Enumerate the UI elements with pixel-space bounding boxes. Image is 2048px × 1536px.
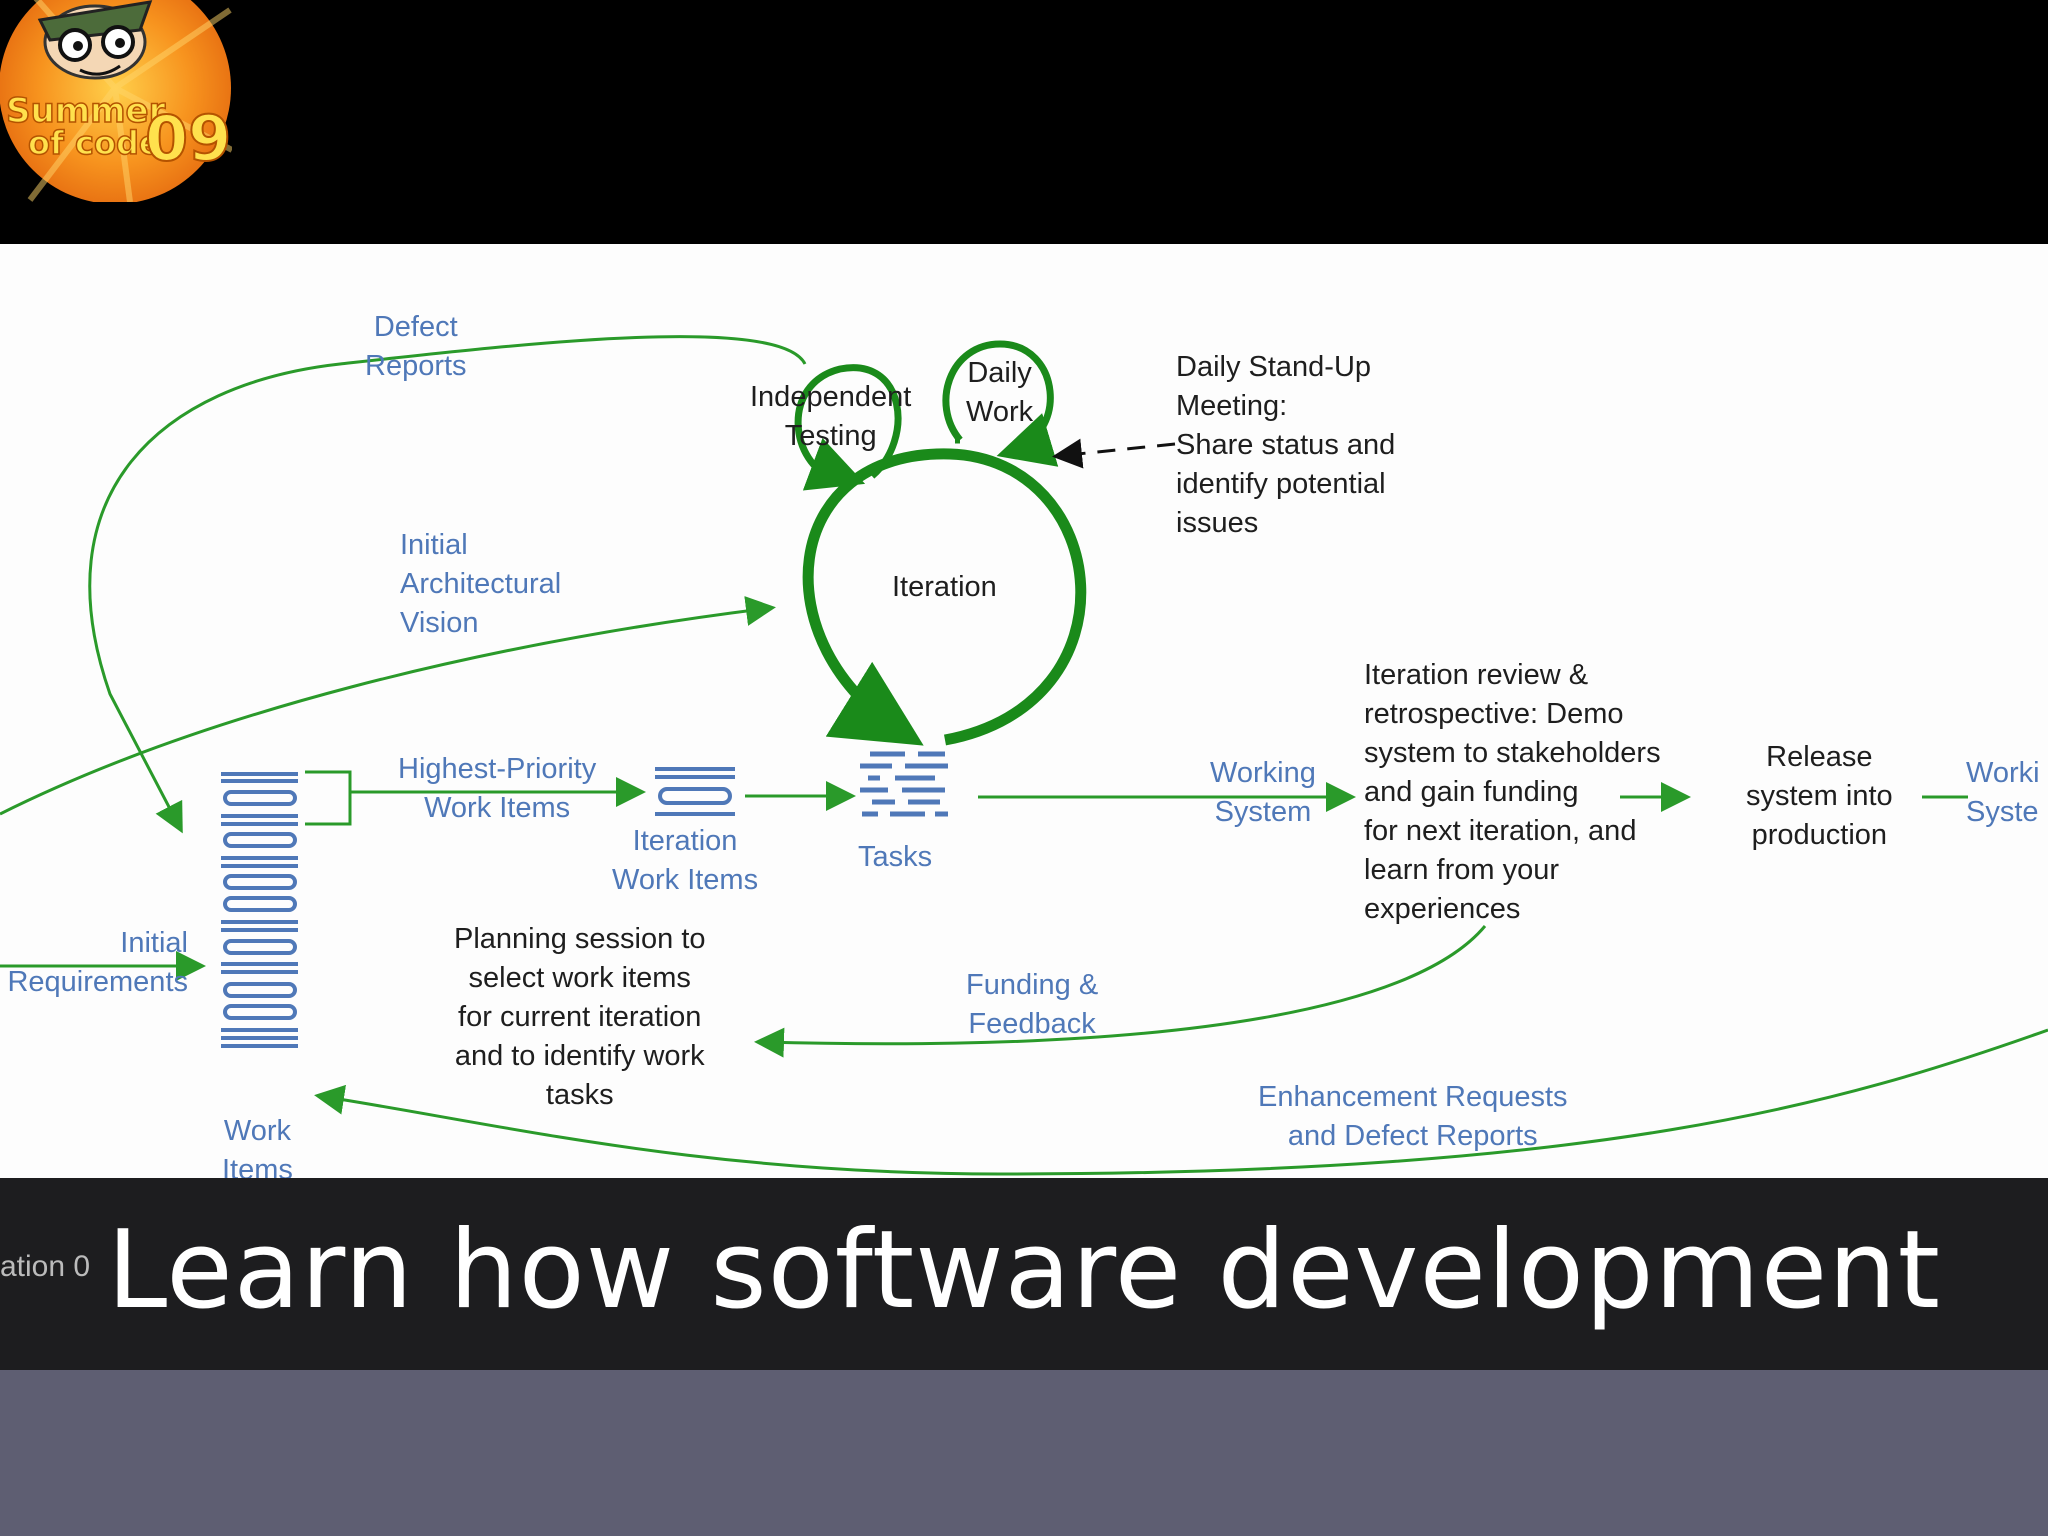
highest-priority-work-items-label: Highest-Priority Work Items [398, 753, 597, 824]
working-system-label: Working System [1210, 757, 1316, 828]
initial-architectural-vision-label: Initial Architectural Vision [400, 529, 562, 639]
iteration-label: Iteration [892, 571, 997, 603]
enhancement-requests-label: Enhancement Requests and Defect Reports [1258, 1081, 1568, 1152]
summer-of-code-logo: Summer of code 09 [0, 0, 234, 204]
architectural-vision-arrow [0, 596, 776, 816]
logo-text-summer: Summer [6, 91, 166, 131]
work-items-label: Work Items [222, 1115, 293, 1179]
enhancement-requests-arrow [314, 1028, 2048, 1176]
funding-feedback-label: Funding & Feedback [966, 969, 1099, 1040]
daily-work-loop [942, 340, 1059, 467]
working-system-cut-label: Worki Syste [1966, 757, 2040, 828]
iteration-loop [802, 448, 1087, 746]
caption-band [0, 1178, 2048, 1370]
bottom-background [0, 1370, 2048, 1536]
planning-session-note: Planning session to select work items fo… [454, 923, 706, 1111]
top-black-bar [0, 0, 2048, 244]
daily-work-label: Daily Work [966, 357, 1034, 428]
funding-feedback-arrow [754, 925, 1487, 1058]
iteration-work-items-label: Iteration Work Items [612, 825, 759, 896]
iteration-review-note: Iteration review & retrospective: Demo s… [1364, 659, 1661, 925]
standup-note: Daily Stand-Up Meeting: Share status and… [1176, 351, 1396, 539]
agile-lifecycle-diagram: Defect Reports Independent Testing Daily… [0, 244, 2048, 1179]
tasks-glyph [860, 751, 948, 817]
logo-text-of-code: of code [28, 124, 161, 162]
ghost-text: ation 0 [0, 1250, 91, 1283]
standup-dashed-arrow [1052, 438, 1176, 469]
tasks-label: Tasks [858, 841, 933, 873]
initial-requirements-label: Initial Requirements [7, 927, 188, 998]
logo-text-year: 09 [145, 102, 231, 175]
defect-reports-arrow [88, 335, 807, 834]
iteration-work-items-stack [655, 767, 735, 816]
independent-testing-label: Independent Testing [750, 381, 912, 452]
defect-reports-label: Defect Reports [365, 311, 467, 382]
priority-bracket [305, 770, 352, 826]
work-items-stack [221, 772, 298, 1048]
release-label: Release system into production [1746, 741, 1893, 851]
